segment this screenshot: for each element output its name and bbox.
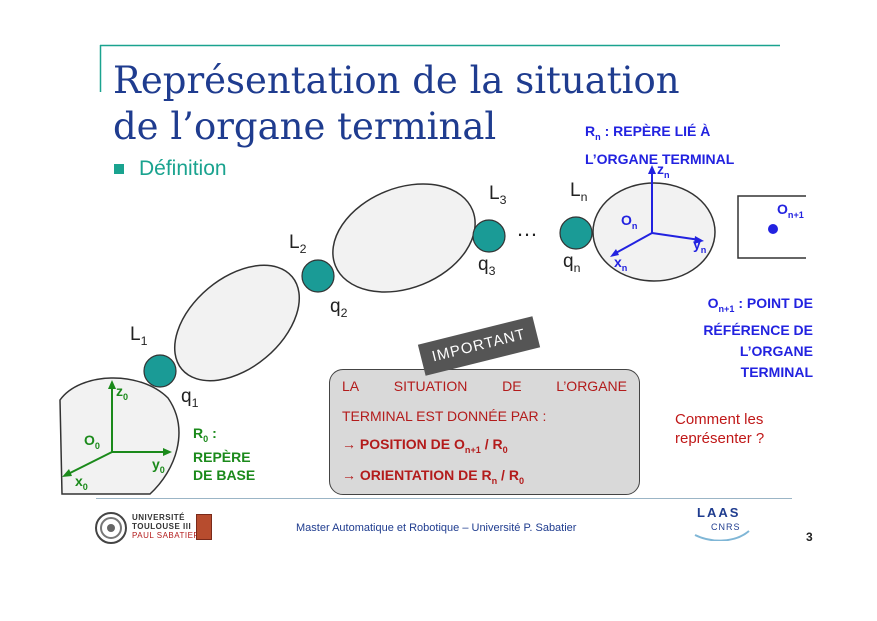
link-n-shape xyxy=(592,182,716,282)
title-rule xyxy=(99,44,780,92)
r0-line-1: R0 : xyxy=(193,425,217,444)
rn-line-2: L’ORGANE TERMINAL xyxy=(585,150,735,167)
info-bullet-orientation: → ORIENTATION DE Rn / R0 xyxy=(342,466,524,486)
ellipsis-text: … xyxy=(516,216,538,241)
link-3-label: L3 xyxy=(489,183,507,207)
rn-line-1: Rn : REPÈRE LIÉ À xyxy=(585,123,711,142)
question-text: Comment les représenter ? xyxy=(675,411,765,447)
link-2-label: L2 xyxy=(289,232,307,256)
joint-3-shape xyxy=(472,219,506,253)
r0-line-3: DE BASE xyxy=(193,466,256,483)
joint-2-shape xyxy=(301,259,335,293)
end-y-label: yn xyxy=(693,236,707,255)
ut3-logo: UNIVERSITÉ TOULOUSE III PAUL SABATIER xyxy=(94,507,214,551)
r0-line-2: REPÈRE xyxy=(193,448,251,465)
link-1-label: L1 xyxy=(130,324,148,348)
base-y-label: y0 xyxy=(152,456,165,475)
joint-n-shape xyxy=(559,216,593,250)
info-bullet-position: → POSITION DE On+1 / R0 xyxy=(342,436,508,455)
link-n-label: Ln xyxy=(570,180,588,204)
end-x-label: xn xyxy=(614,254,628,273)
end-origin-label: On xyxy=(621,212,638,231)
bullet-definition: Définition xyxy=(139,157,227,180)
rn-description: Rn : REPÈRE LIÉ À L’ORGANE TERMINAL xyxy=(585,120,734,170)
joint-3-label: q3 xyxy=(478,254,496,278)
on1-line-3: L’ORGANE xyxy=(739,342,813,359)
ut3-seal-icon xyxy=(95,512,127,544)
footer-rule xyxy=(96,498,792,499)
footer-course: Master Automatique et Robotique – Univer… xyxy=(296,522,577,534)
arrow-right-icon: → xyxy=(342,466,356,483)
base-x-label: x0 xyxy=(75,473,88,492)
point-on1-label: On+1 xyxy=(777,201,804,220)
robot-diagram xyxy=(59,165,806,495)
page-number: 3 xyxy=(806,530,813,544)
slide-title: Représentation de la situation de l’orga… xyxy=(113,58,753,150)
joint-2-label: q2 xyxy=(330,296,348,320)
end-z-label: zn xyxy=(657,161,670,180)
link-1-shape xyxy=(173,264,301,382)
r0-description: R0 : REPÈRE DE BASE xyxy=(193,424,255,484)
joint-n-label: qn xyxy=(563,251,581,275)
on1-line-1: On+1 : POINT DE xyxy=(707,295,813,314)
point-on1-marker xyxy=(768,224,778,234)
base-origin-label: O0 xyxy=(84,432,100,451)
link-2-shape xyxy=(332,183,476,293)
title-line-1: Représentation de la situation xyxy=(113,59,680,102)
joint-1-label: q1 xyxy=(181,386,199,410)
on1-line-4: TERMINAL xyxy=(740,363,813,380)
info-line-1: LA SITUATION DE L’ORGANE xyxy=(342,378,627,394)
arrow-right-icon: → xyxy=(342,436,356,452)
bullet-square-icon xyxy=(114,164,124,174)
info-line-2: TERMINAL EST DONNÉE PAR : xyxy=(342,408,547,424)
base-z-label: z0 xyxy=(116,383,129,402)
info-box: LA SITUATION DE L’ORGANE TERMINAL EST DO… xyxy=(329,369,640,495)
on1-line-2: RÉFÉRENCE DE xyxy=(703,321,813,338)
joint-1-shape xyxy=(143,354,177,388)
on1-description: On+1 : POINT DE RÉFÉRENCE DE L’ORGANE TE… xyxy=(640,293,813,383)
laas-swoosh-icon xyxy=(694,530,750,541)
institution-emblem-icon xyxy=(196,514,212,540)
laas-cnrs-logo: LAAS CNRS xyxy=(694,505,750,541)
base-shape xyxy=(59,377,180,495)
title-line-2: de l’organe terminal xyxy=(113,105,497,148)
